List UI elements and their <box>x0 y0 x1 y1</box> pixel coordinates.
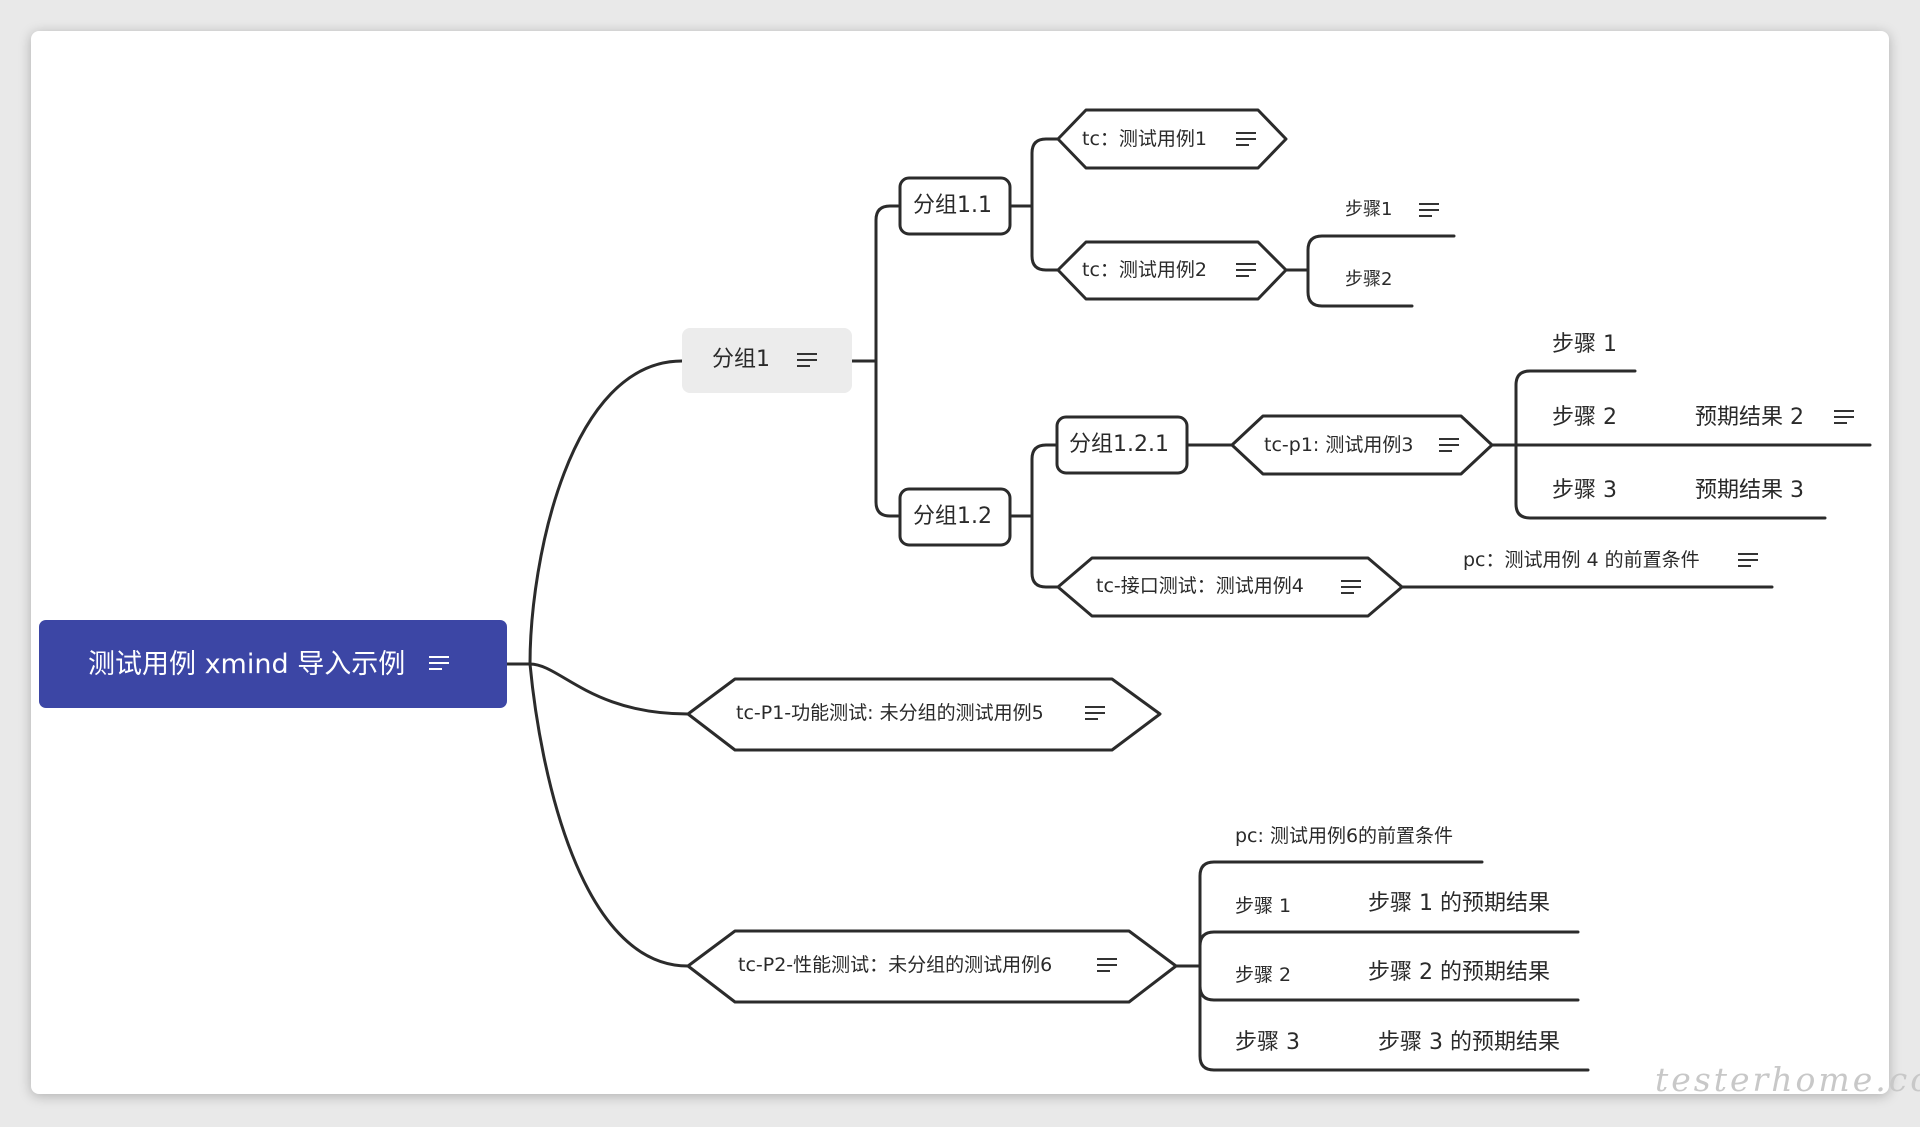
notes-icon[interactable] <box>429 656 449 670</box>
tc4-precondition-label[interactable]: pc：测试用例 4 的前置条件 <box>1463 549 1700 571</box>
tc2-step2-label[interactable]: 步骤2 <box>1345 269 1393 290</box>
tc3-hex <box>1230 414 1494 476</box>
connector-root-tc5 <box>505 662 690 716</box>
tc6-step2-label[interactable]: 步骤 2 <box>1235 964 1292 986</box>
connector-root-group1 <box>505 359 684 666</box>
connector-tc3-steps <box>1490 369 1872 520</box>
notes-icon[interactable] <box>1738 553 1758 567</box>
tc4-label[interactable]: tc-接口测试：测试用例4 <box>1096 575 1304 597</box>
connector-tc6-children <box>1174 860 1590 1072</box>
tc3-step3-expected[interactable]: 预期结果 3 <box>1695 478 1804 503</box>
group1_2-box <box>898 487 1012 547</box>
tc6-precondition-label[interactable]: pc: 测试用例6的前置条件 <box>1235 825 1454 847</box>
connector-group1_1-children <box>1008 137 1060 272</box>
tc6-step3-expected[interactable]: 步骤 3 的预期结果 <box>1378 1030 1560 1055</box>
group1_1-box <box>898 176 1012 236</box>
group1_2-label[interactable]: 分组1.2 <box>913 504 992 529</box>
notes-icon[interactable] <box>1236 263 1256 277</box>
tc4-hex <box>1056 556 1404 618</box>
notes-icon[interactable] <box>1419 203 1439 217</box>
connector-tc2-steps <box>1284 234 1456 308</box>
tc6-hex <box>686 929 1178 1004</box>
notes-icon[interactable] <box>1341 580 1361 594</box>
tc3-step1-label[interactable]: 步骤 1 <box>1552 332 1617 357</box>
tc3-step2-expected[interactable]: 预期结果 2 <box>1695 405 1804 430</box>
tc2-label[interactable]: tc：测试用例2 <box>1082 259 1207 281</box>
notes-icon[interactable] <box>797 353 817 367</box>
notes-icon[interactable] <box>1439 438 1459 452</box>
tc6-step2-expected[interactable]: 步骤 2 的预期结果 <box>1368 960 1550 985</box>
tc2-hex <box>1056 240 1288 301</box>
group1_2_1-label[interactable]: 分组1.2.1 <box>1069 432 1169 457</box>
tc3-step2-label[interactable]: 步骤 2 <box>1552 405 1617 430</box>
tc3-label[interactable]: tc-p1: 测试用例3 <box>1264 434 1414 456</box>
tc6-step1-expected[interactable]: 步骤 1 的预期结果 <box>1368 891 1550 916</box>
tc5-label[interactable]: tc-P1-功能测试: 未分组的测试用例5 <box>736 702 1044 724</box>
tc2-step1-label[interactable]: 步骤1 <box>1345 199 1393 220</box>
connector-group1-children <box>850 204 900 518</box>
notes-icon[interactable] <box>1097 958 1117 972</box>
notes-icon[interactable] <box>1834 410 1854 424</box>
tc1-label[interactable]: tc：测试用例1 <box>1082 128 1207 150</box>
tc6-step3-label[interactable]: 步骤 3 <box>1235 1030 1300 1055</box>
tc6-label[interactable]: tc-P2-性能测试：未分组的测试用例6 <box>738 954 1053 976</box>
root-topic[interactable] <box>39 620 507 708</box>
connector-root-tc6 <box>505 662 690 968</box>
group1-topic[interactable] <box>682 328 852 393</box>
tc1-hex <box>1056 108 1288 170</box>
notes-icon[interactable] <box>1085 706 1105 720</box>
group1_2_1-box <box>1055 415 1189 475</box>
notes-icon[interactable] <box>1236 132 1256 146</box>
group1_1-label[interactable]: 分组1.1 <box>913 193 992 218</box>
group1-label: 分组1 <box>712 347 770 372</box>
watermark: testerhome.com <box>1655 1060 1920 1099</box>
tc5-hex <box>686 677 1162 752</box>
tc6-step1-label[interactable]: 步骤 1 <box>1235 895 1292 917</box>
connector-group1_2-children <box>1008 443 1060 589</box>
root-topic-label: 测试用例 xmind 导入示例 <box>88 649 406 680</box>
tc3-step3-label[interactable]: 步骤 3 <box>1552 478 1617 503</box>
